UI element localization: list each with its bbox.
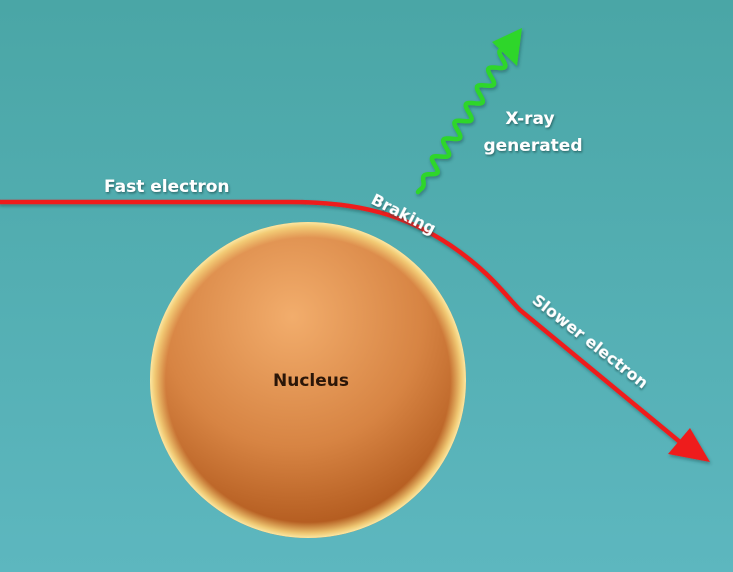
fast-electron-label: Fast electron: [104, 177, 230, 197]
xray-label-line2: generated: [483, 136, 582, 156]
xray-label-line1: X-ray: [505, 109, 554, 129]
electron-trajectory: [0, 199, 710, 462]
nucleus-rim: [150, 222, 466, 538]
xray-photon-wave: [415, 28, 522, 195]
nucleus-label: Nucleus: [273, 371, 349, 391]
xray-arrowhead: [492, 28, 522, 66]
nucleus: Nucleus: [150, 222, 466, 538]
electron-arrowhead: [668, 428, 710, 462]
xray-wave-line: [415, 47, 511, 195]
electron-path-line: [0, 199, 689, 450]
